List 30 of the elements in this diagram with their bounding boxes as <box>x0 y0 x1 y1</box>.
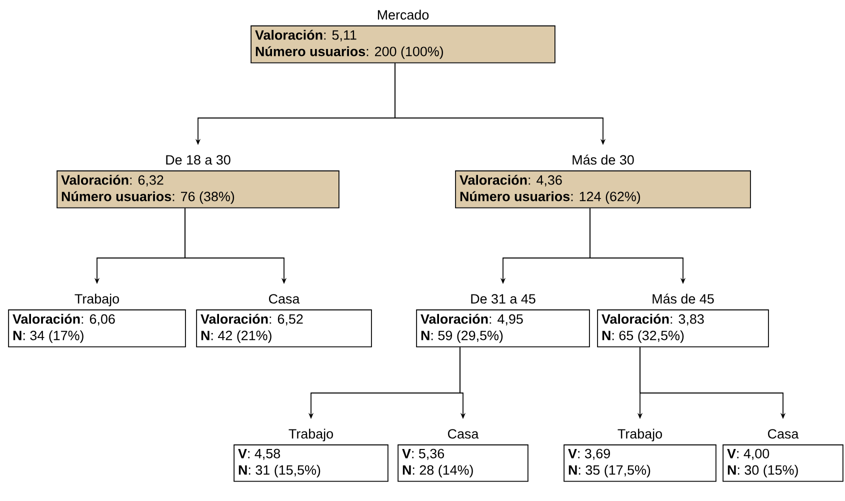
data-box: Valoración: 6,52 N: 42 (21%) <box>196 309 372 348</box>
data-box: V: 3,69 N: 35 (17,5%) <box>563 444 717 482</box>
data-box: Valoración: 4,36 Número usuarios: 124 (62%) <box>454 170 752 208</box>
node-label: Valoración: 4,95 <box>420 314 523 326</box>
node-heading: De 31 a 45 <box>471 294 536 304</box>
node-heading: Casa <box>448 429 479 439</box>
node-heading: Mercado <box>378 10 429 20</box>
data-box: Valoración: 3,83 N: 65 (32,5%) <box>596 309 770 348</box>
node-label: N: 42 (21%) <box>201 330 272 343</box>
node-heading: Casa <box>269 294 300 304</box>
node-heading: Trabajo <box>618 428 662 442</box>
data-box: V: 5,36 N: 28 (14%) <box>397 444 529 482</box>
node-label: N: 34 (17%) <box>13 330 84 343</box>
node-heading: Trabajo <box>74 294 119 306</box>
data-box: V: 4,58 N: 31 (15,5%) <box>233 444 389 482</box>
node-label: Valoración: 6,06 <box>12 314 115 326</box>
node-heading: Casa <box>768 429 799 439</box>
node-label: N: 59 (29,5%) <box>421 330 503 343</box>
node-label: Valoración: 6,52 <box>200 314 303 326</box>
node-heading: Trabajo <box>288 428 333 442</box>
data-box: Valoración: 4,95 N: 59 (29,5%) <box>416 309 590 348</box>
node-heading: Más de 30 <box>572 154 634 165</box>
node-label: N: 65 (32,5%) <box>602 330 684 343</box>
data-box: Valoración: 6,32 Número usuarios: 76 (38%) <box>56 170 340 208</box>
data-box: Valoración: 5,11 Número usuarios: 200 (100%) <box>250 25 556 64</box>
node-label: Valoración: 3,83 <box>602 314 704 326</box>
data-box: Valoración: 6,06 N: 34 (17%) <box>8 309 186 348</box>
node-heading: De 18 a 30 <box>166 155 230 165</box>
data-box: V: 4,00 N: 30 (15%) <box>722 444 844 482</box>
node-heading: Más de 45 <box>652 294 714 304</box>
